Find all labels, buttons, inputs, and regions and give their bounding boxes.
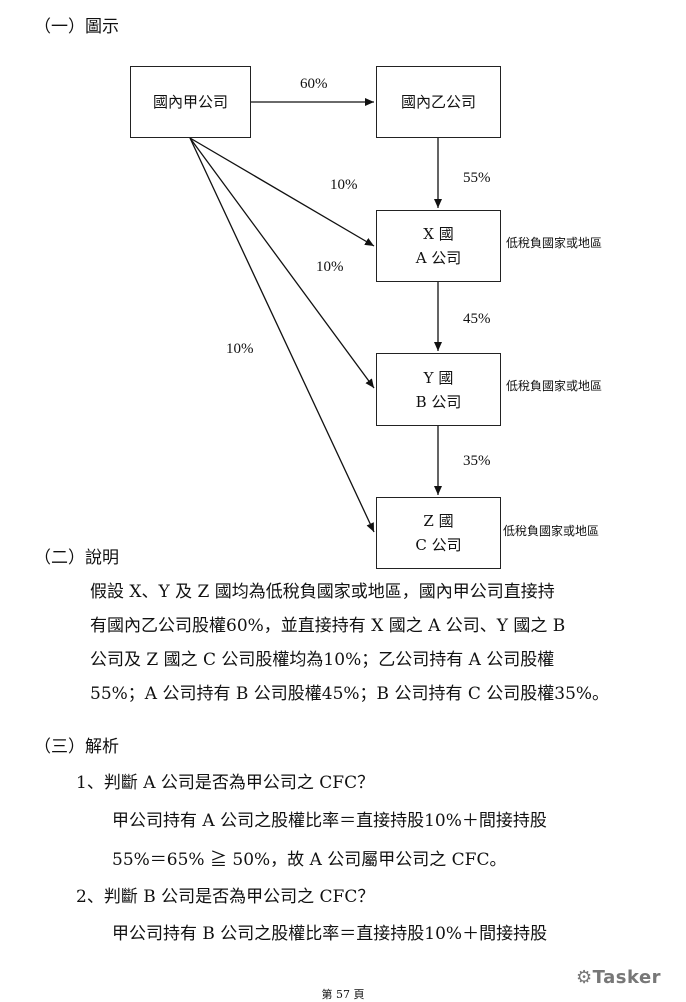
box-z-c-company: Z 國 C 公司 [376, 497, 501, 569]
explanation-line: 有國內乙公司股權60%，並直接持有 X 國之 A 公司、Y 國之 B [90, 616, 566, 636]
low-tax-note-y: 低稅負國家或地區 [506, 379, 603, 393]
q2-line1: 甲公司持有 B 公司之股權比率＝直接持股10%＋間接持股 [112, 924, 548, 944]
low-tax-note-x: 低稅負國家或地區 [506, 236, 603, 250]
explanation-line: 55%；A 公司持有 B 公司股權45%；B 公司持有 C 公司股權35%。 [90, 684, 610, 704]
box-domestic-jia-label: 國內甲公司 [152, 93, 228, 111]
label-yi-to-a: 55% [463, 170, 491, 186]
page-number: 第 57 頁 [321, 988, 365, 1001]
q1-line2: 55%＝65% ≧ 50%，故 A 公司屬甲公司之 CFC。 [112, 850, 507, 870]
box-domestic-yi: 國內乙公司 [376, 66, 501, 138]
label-a-to-b: 45% [463, 311, 491, 327]
explanation-line: 假設 X、Y 及 Z 國均為低稅負國家或地區，國內甲公司直接持 [90, 582, 555, 602]
heading-figure: （一）圖示 [34, 17, 119, 37]
label-b-to-c: 35% [463, 453, 491, 469]
tasker-logo-icon: ⚙ [576, 967, 593, 988]
box-x-line1: X 國 [423, 225, 454, 243]
arrow-jia-to-c [189, 137, 375, 533]
label-jia-to-a: 10% [330, 177, 358, 193]
q1-line1: 甲公司持有 A 公司之股權比率＝直接持股10%＋間接持股 [112, 811, 547, 831]
low-tax-note-z: 低稅負國家或地區 [503, 524, 600, 538]
box-y-line1: Y 國 [423, 368, 454, 387]
label-jia-to-b: 10% [316, 259, 344, 275]
q2-title: 2、判斷 B 公司是否為甲公司之 CFC？ [76, 887, 375, 907]
tasker-logo: ⚙Tasker [576, 967, 661, 988]
box-domestic-yi-label: 國內乙公司 [400, 93, 476, 111]
box-domestic-jia: 國內甲公司 [130, 66, 251, 138]
arrow-jia-to-a [189, 137, 375, 247]
explanation-paragraph: 假設 X、Y 及 Z 國均為低稅負國家或地區，國內甲公司直接持 有國內乙公司股權… [90, 575, 658, 711]
heading-explanation: （二）說明 [34, 548, 119, 568]
label-jia-to-yi: 60% [300, 76, 328, 92]
box-z-line2: C 公司 [415, 536, 462, 554]
tasker-logo-text: Tasker [592, 967, 662, 988]
box-y-line2: B 公司 [415, 392, 462, 411]
arrow-jia-to-b [189, 137, 375, 389]
box-x-a-company: X 國 A 公司 [376, 210, 501, 282]
heading-analysis: （三）解析 [34, 737, 119, 757]
box-y-b-company: Y 國 B 公司 [376, 353, 501, 426]
explanation-line: 公司及 Z 國之 C 公司股權均為10%；乙公司持有 A 公司股權 [90, 650, 555, 670]
box-x-line2: A 公司 [415, 249, 462, 267]
q1-title: 1、判斷 A 公司是否為甲公司之 CFC？ [76, 773, 375, 793]
box-z-line1: Z 國 [423, 512, 454, 530]
label-jia-to-c: 10% [226, 341, 254, 357]
